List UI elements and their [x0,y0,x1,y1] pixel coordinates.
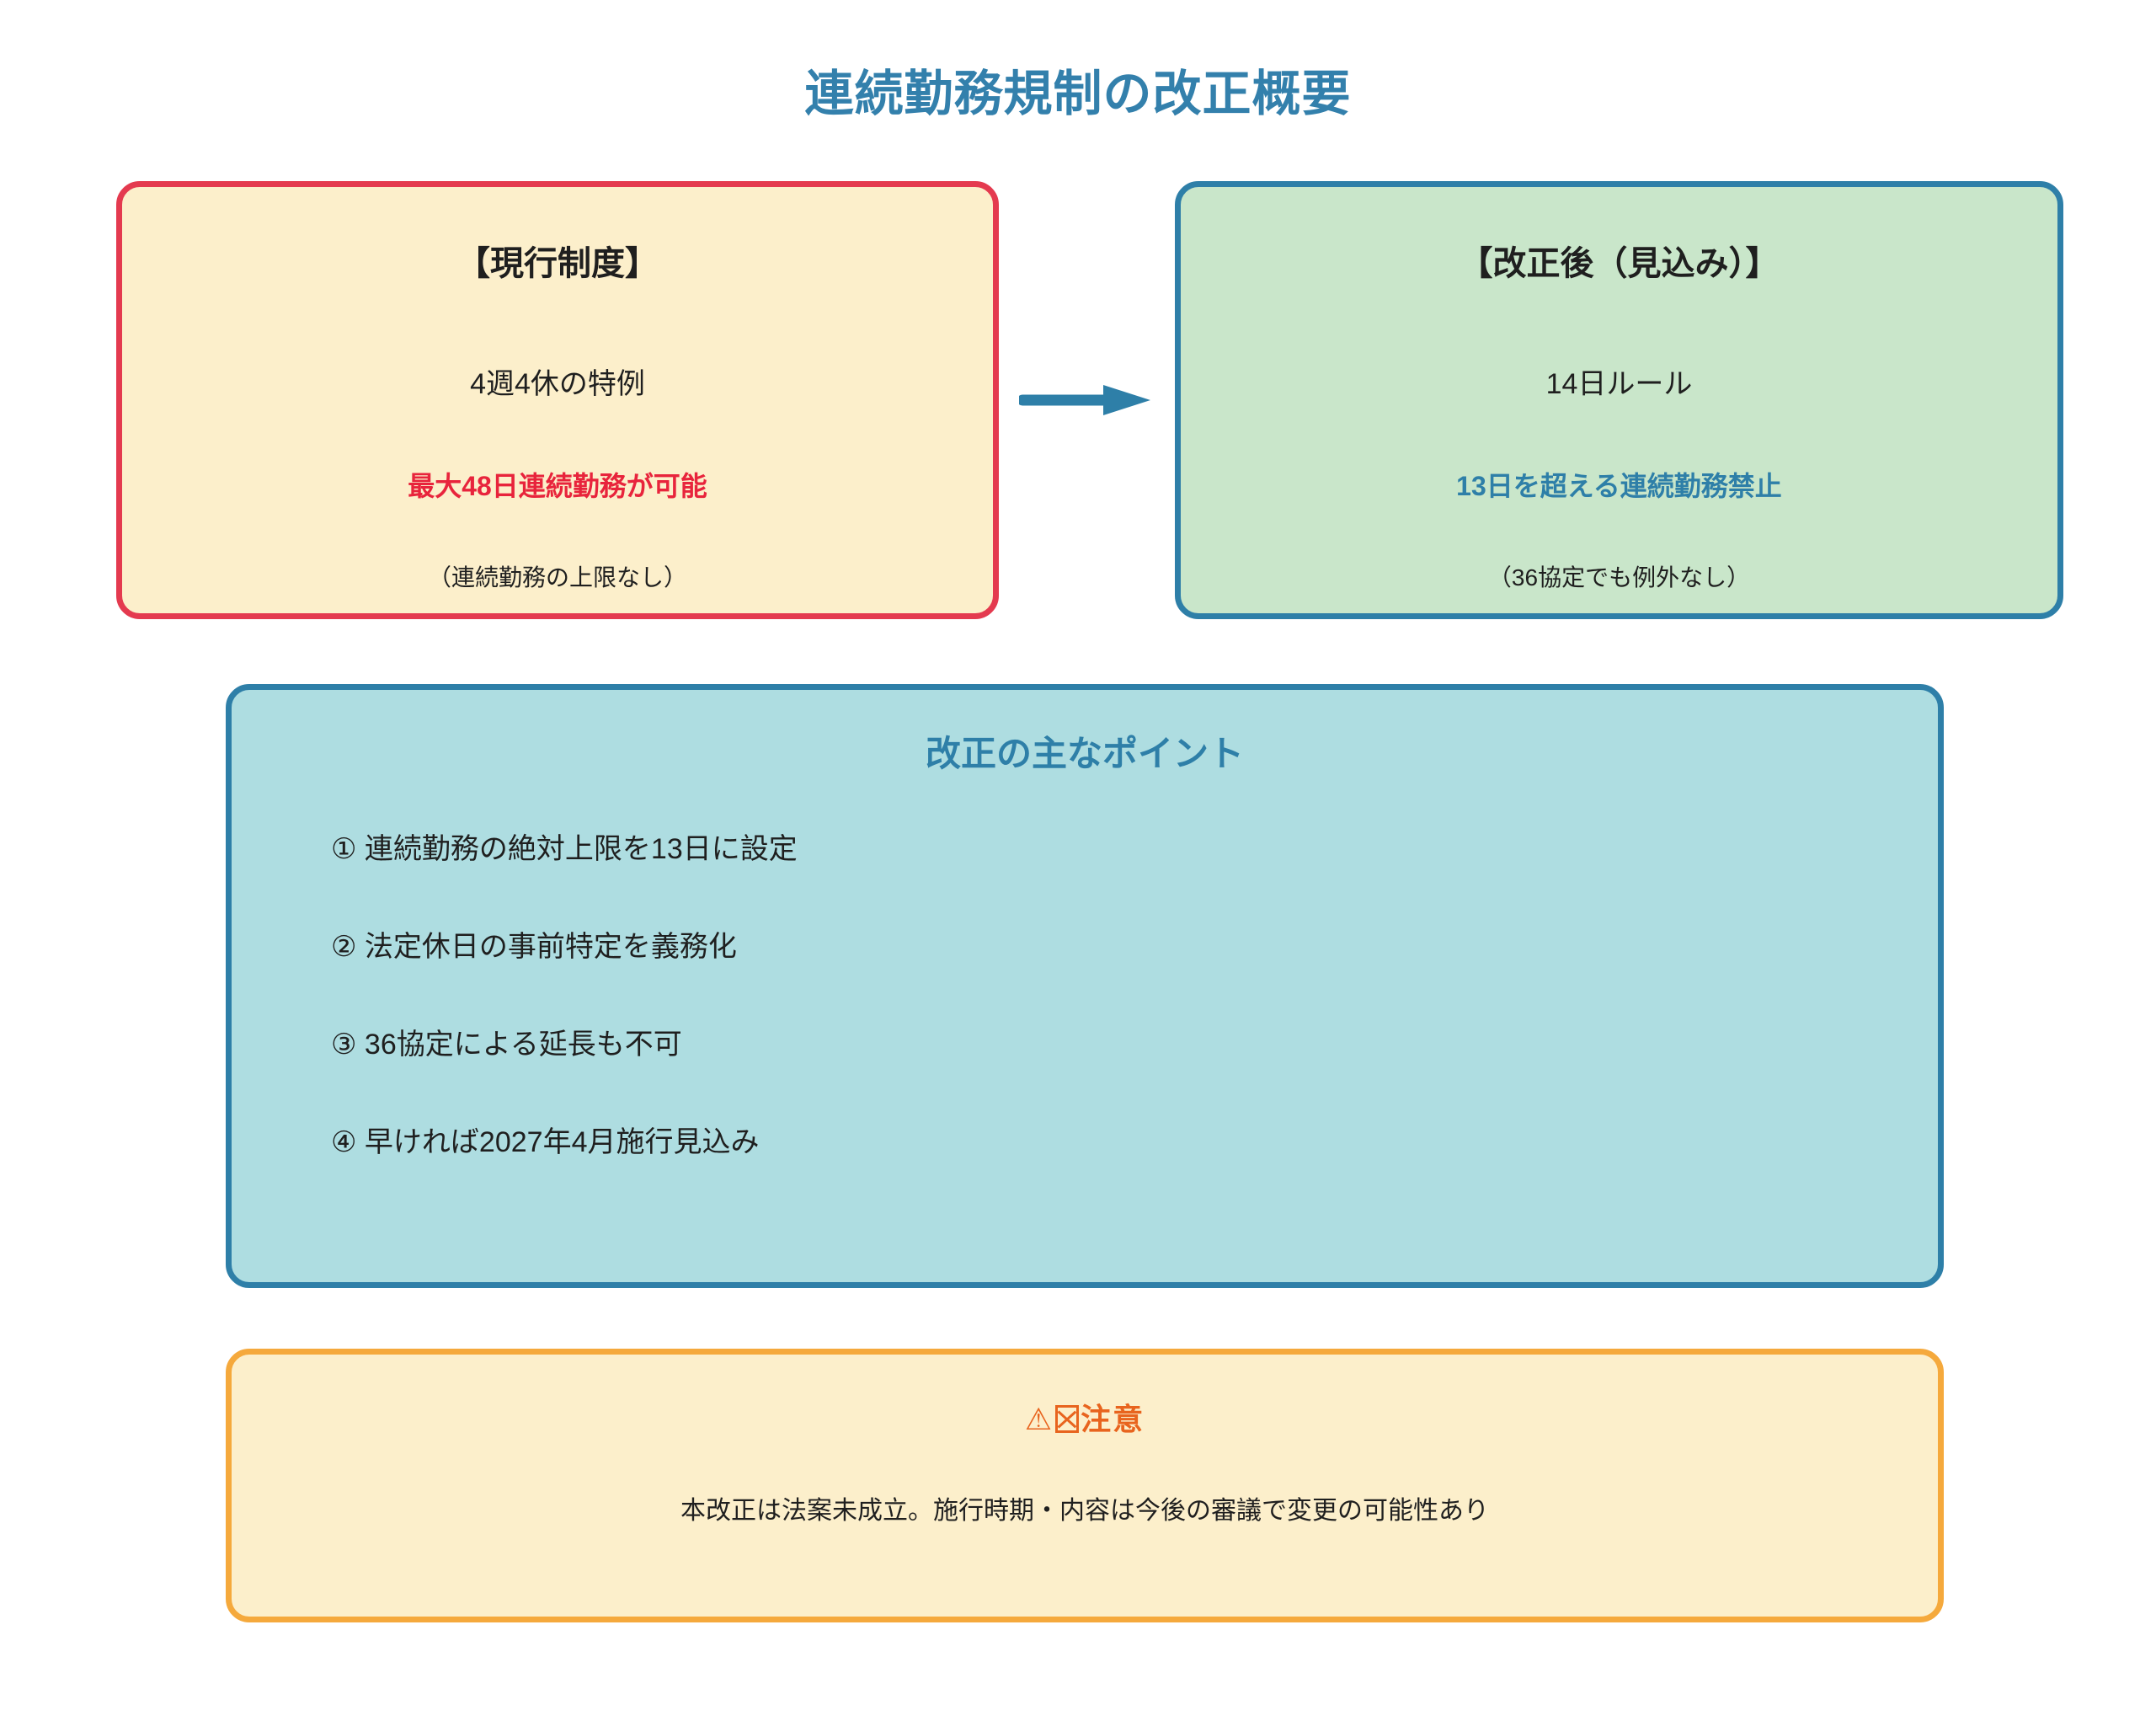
current-system-heading: 【現行制度】 [456,245,659,282]
key-points-heading: 改正の主なポイント [925,734,1244,773]
list-item: ③ 36協定による延長も不可 [331,1029,682,1061]
warning-heading: ⚠ 注意 [232,1395,1938,1439]
revised-system-card: 【改正後（見込み）】 14日ルール 13日を超える連続勤務禁止 （36協定でも例… [1175,181,2063,619]
current-system-card: 【現行制度】 4週4休の特例 最大48日連続勤務が可能 （連続勤務の上限なし） [116,181,999,619]
list-item: ① 連続勤務の絶対上限を13日に設定 [331,833,798,865]
warning-card: ⚠ 注意 本改正は法案未成立。施行時期・内容は今後の審議で変更の可能性あり [226,1349,1944,1622]
flow-arrow [1017,383,1154,417]
key-points-list: ① 連続勤務の絶対上限を13日に設定 ② 法定休日の事前特定を義務化 ③ 36協… [331,835,1847,1226]
current-system-main-text: 4週4休の特例 [470,368,645,400]
key-points-card: 改正の主なポイント ① 連続勤務の絶対上限を13日に設定 ② 法定休日の事前特定… [226,684,1944,1288]
revised-system-highlight-text: 13日を超える連続勤務禁止 [1456,471,1782,501]
list-item: ④ 早ければ2027年4月施行見込み [331,1126,760,1158]
warning-triangle-icon: ⚠ [1024,1402,1054,1436]
warning-body-text: 本改正は法案未成立。施行時期・内容は今後の審議で変更の可能性あり [680,1497,1489,1525]
revised-system-main-text: 14日ルール [1545,368,1693,400]
revised-system-heading: 【改正後（見込み）】 [1459,245,1780,282]
revised-system-note-text: （36協定でも例外なし） [1487,564,1751,591]
list-item: ② 法定休日の事前特定を義務化 [331,931,737,963]
warning-heading-label: 注意 [1081,1402,1145,1436]
page-title: 連続勤務規制の改正概要 [804,67,1352,121]
current-system-note-text: （連続勤務の上限なし） [427,564,687,591]
right-arrow-icon [1017,385,1150,415]
current-system-highlight-text: 最大48日連続勤務が可能 [408,471,707,501]
missing-glyph-icon [1055,1405,1080,1434]
